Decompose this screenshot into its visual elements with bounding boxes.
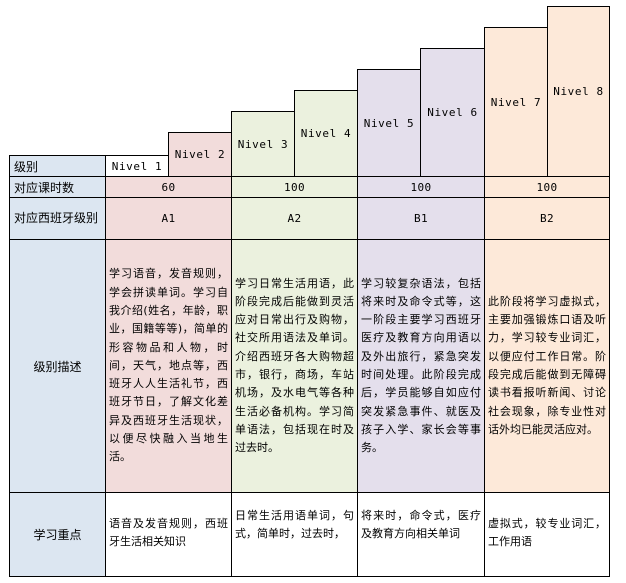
description-b1: 学习较复杂语法，包括将来时及命令式等，这一阶段主要学习西班牙医疗及教育方向用语以… xyxy=(357,239,485,493)
cefr-row-label: 对应西班牙级别 xyxy=(9,197,106,240)
level-nivel-7: Nivel 7 xyxy=(484,27,548,177)
level-nivel-4: Nivel 4 xyxy=(294,90,358,177)
level-nivel-8: Nivel 8 xyxy=(547,6,610,177)
hours-a1: 60 xyxy=(105,176,232,198)
focus-a1: 语音及发音规则，西班牙生活相关知识 xyxy=(105,492,232,577)
hours-b2: 100 xyxy=(484,176,610,198)
level-nivel-2: Nivel 2 xyxy=(168,132,232,177)
focus-b1: 将来时，命令式，医疗及教育方向相关单词 xyxy=(357,492,485,577)
level-nivel-1: Nivel 1 xyxy=(105,155,169,177)
description-b2: 此阶段将学习虚拟式，主要加强锻炼口语及听力，学习较专业词汇，以便应付工作日常。阶… xyxy=(484,239,610,493)
hours-row-label: 对应课时数 xyxy=(9,176,106,198)
level-row-label: 级别 xyxy=(9,155,106,177)
cefr-b2: B2 xyxy=(484,197,610,240)
level-nivel-6: Nivel 6 xyxy=(420,48,485,177)
description-a2: 学习日常生活用语，此阶段完成后能做到灵活应对日常出行及购物，社交所用语法及单词。… xyxy=(231,239,358,493)
focus-a2: 日常生活用语单词，句式，简单时，过去时， xyxy=(231,492,358,577)
hours-a2: 100 xyxy=(231,176,358,198)
level-nivel-3: Nivel 3 xyxy=(231,111,295,177)
level-nivel-5: Nivel 5 xyxy=(357,69,421,177)
focus-b2: 虚拟式，较专业词汇，工作用语 xyxy=(484,492,610,577)
hours-b1: 100 xyxy=(357,176,485,198)
focus-row-label: 学习重点 xyxy=(9,492,106,577)
cefr-a2: A2 xyxy=(231,197,358,240)
description-row-label: 级别描述 xyxy=(9,239,106,493)
cefr-b1: B1 xyxy=(357,197,485,240)
cefr-a1: A1 xyxy=(105,197,232,240)
description-a1: 学习语音，发音规则，学会拼读单词。学习自我介绍(姓名，年龄，职业，国籍等等)，简… xyxy=(105,239,232,493)
